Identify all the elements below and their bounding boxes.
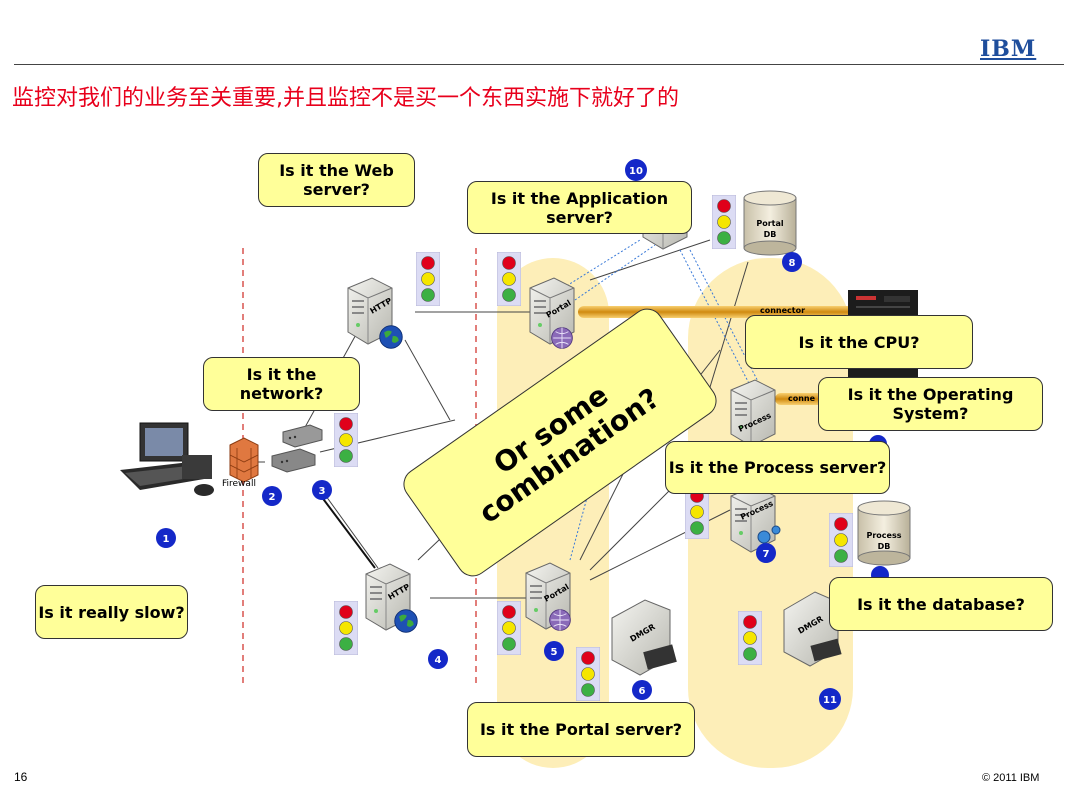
svg-text:5: 5 bbox=[551, 647, 558, 658]
callout-network: Is it the network? bbox=[203, 357, 360, 411]
callout-really-slow: Is it really slow? bbox=[35, 585, 188, 639]
cluster-links bbox=[559, 239, 766, 561]
badge-4: 4 bbox=[428, 649, 448, 669]
callout-portal-server: Is it the Portal server? bbox=[467, 702, 695, 757]
badge-7: 7 bbox=[756, 543, 776, 563]
svg-text:3: 3 bbox=[319, 486, 326, 497]
traffic-light-icon bbox=[334, 601, 358, 655]
badge-11: 11 bbox=[819, 688, 841, 710]
globe-icon bbox=[394, 609, 418, 633]
copyright: © 2011 IBM bbox=[982, 772, 1040, 784]
svg-text:1: 1 bbox=[163, 534, 170, 545]
firewall-icon bbox=[229, 437, 259, 483]
callout-process-server: Is it the Process server? bbox=[665, 441, 890, 494]
svg-text:4: 4 bbox=[435, 655, 442, 666]
process-db-label-2: DB bbox=[878, 542, 891, 551]
firewall-label: Firewall bbox=[222, 479, 256, 489]
svg-text:6: 6 bbox=[639, 686, 646, 697]
badge-2: 2 bbox=[262, 486, 282, 506]
traffic-light-icon bbox=[712, 195, 736, 249]
badge-8: 8 bbox=[782, 252, 802, 272]
connector-label: connector bbox=[760, 306, 805, 315]
svg-text:7: 7 bbox=[763, 549, 770, 560]
traffic-light-icon bbox=[416, 252, 440, 306]
connector-label-partial: conne bbox=[788, 394, 816, 403]
portal-db-label-1: Portal bbox=[756, 219, 784, 228]
gear-icon bbox=[757, 525, 781, 544]
header-rule bbox=[14, 64, 1064, 65]
traffic-light-icon bbox=[497, 252, 521, 306]
traffic-light-icon bbox=[738, 611, 762, 665]
portal-db-label-2: DB bbox=[764, 230, 777, 239]
callout-web-server: Is it the Web server? bbox=[258, 153, 415, 207]
dmgr-server-icon bbox=[611, 599, 677, 676]
process-db-label-1: Process bbox=[867, 531, 902, 540]
globe-icon bbox=[379, 325, 403, 349]
badge-5: 5 bbox=[544, 641, 564, 661]
portal-globe-icon bbox=[549, 609, 571, 631]
callout-cpu: Is it the CPU? bbox=[745, 315, 973, 369]
badge-6: 6 bbox=[632, 680, 652, 700]
callout-operating-system: Is it the Operating System? bbox=[818, 377, 1043, 431]
portal-globe-icon bbox=[551, 327, 573, 349]
svg-text:8: 8 bbox=[789, 258, 796, 269]
svg-text:2: 2 bbox=[269, 492, 276, 503]
callout-application-server: Is it the Application server? bbox=[467, 181, 692, 234]
traffic-light-icon bbox=[497, 601, 521, 655]
dmgr-server-icon bbox=[783, 591, 842, 667]
process-server-bottom-icon bbox=[730, 485, 776, 553]
traffic-light-icon bbox=[576, 647, 600, 701]
svg-text:11: 11 bbox=[823, 695, 837, 706]
portal-db-cylinder bbox=[743, 190, 797, 256]
traffic-light-icon bbox=[829, 513, 853, 567]
callout-database: Is it the database? bbox=[829, 577, 1053, 631]
badge-10: 10 bbox=[625, 159, 647, 181]
svg-text:10: 10 bbox=[629, 166, 643, 177]
ibm-logo: IBM bbox=[980, 36, 1037, 62]
page-number: 16 bbox=[14, 770, 28, 784]
slide-title: 监控对我们的业务至关重要,并且监控不是买一个东西实施下就好了的 bbox=[12, 86, 679, 111]
client-computer-icon bbox=[120, 422, 214, 496]
network-switch-icon bbox=[271, 424, 323, 473]
process-db-cylinder bbox=[857, 500, 911, 566]
badge-3: 3 bbox=[312, 480, 332, 500]
badge-1: 1 bbox=[156, 528, 176, 548]
traffic-light-icon bbox=[334, 413, 358, 467]
